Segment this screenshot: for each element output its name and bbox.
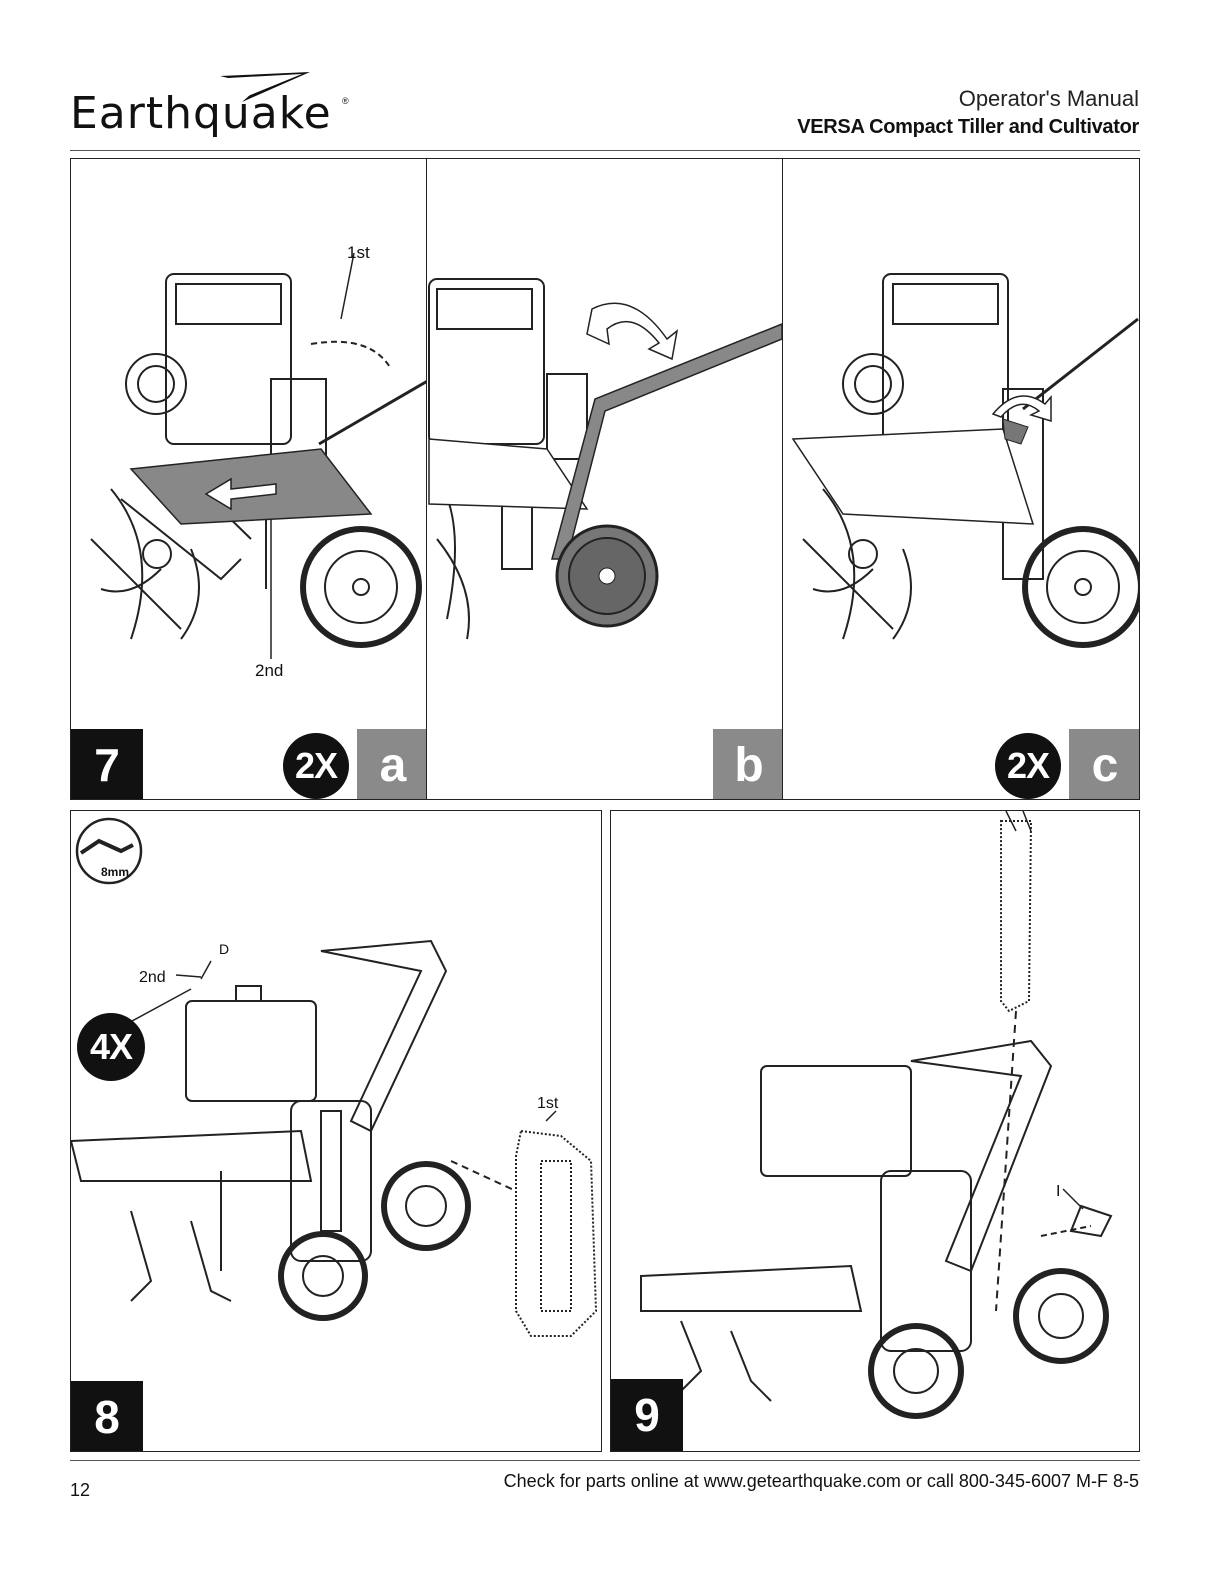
quantity-badge: 2X xyxy=(283,733,349,799)
tiller-side-illustration xyxy=(71,159,428,800)
step7-panel-a: 1st 2nd 7 2X a xyxy=(70,158,428,800)
label-i: I xyxy=(1056,1183,1060,1201)
step7-panel-b: b xyxy=(426,158,784,800)
sub-step-letter: c xyxy=(1069,729,1140,800)
label-second: 2nd xyxy=(255,661,283,681)
quantity-badge: 2X xyxy=(995,733,1061,799)
step8-panel: 8mm D 2nd 1st 4X 8 xyxy=(70,810,602,1452)
label-first: 1st xyxy=(537,1095,558,1113)
sub-step-letter: b xyxy=(713,729,784,800)
header-divider xyxy=(70,150,1140,151)
page-number: 12 xyxy=(70,1480,90,1501)
manual-title: VERSA Compact Tiller and Cultivator xyxy=(797,116,1139,139)
registered-mark: ® xyxy=(342,96,349,106)
step7-panel-c: 2X c xyxy=(782,158,1140,800)
sub-step-letter: a xyxy=(357,729,428,800)
footer-divider xyxy=(70,1460,1140,1461)
step-number: 7 xyxy=(71,729,143,800)
label-second: 2nd xyxy=(139,969,166,987)
step-number: 9 xyxy=(611,1379,683,1451)
tiller-handle-install-illustration xyxy=(611,811,1140,1452)
step-number: 8 xyxy=(71,1381,143,1452)
brand-name: Earthquake xyxy=(70,88,332,139)
step9-panel: I 9 xyxy=(610,810,1140,1452)
quantity-badge: 4X xyxy=(77,1013,145,1081)
wrench-size-label: 8mm xyxy=(101,865,129,879)
tiller-knob-illustration xyxy=(783,159,1140,800)
tiller-guard-illustration xyxy=(71,811,602,1452)
manual-subtitle: Operator's Manual xyxy=(959,86,1139,112)
tiller-handle-illustration xyxy=(427,159,784,800)
label-d: D xyxy=(219,941,229,957)
parts-contact-text: Check for parts online at www.getearthqu… xyxy=(504,1471,1139,1492)
label-first: 1st xyxy=(347,243,370,263)
